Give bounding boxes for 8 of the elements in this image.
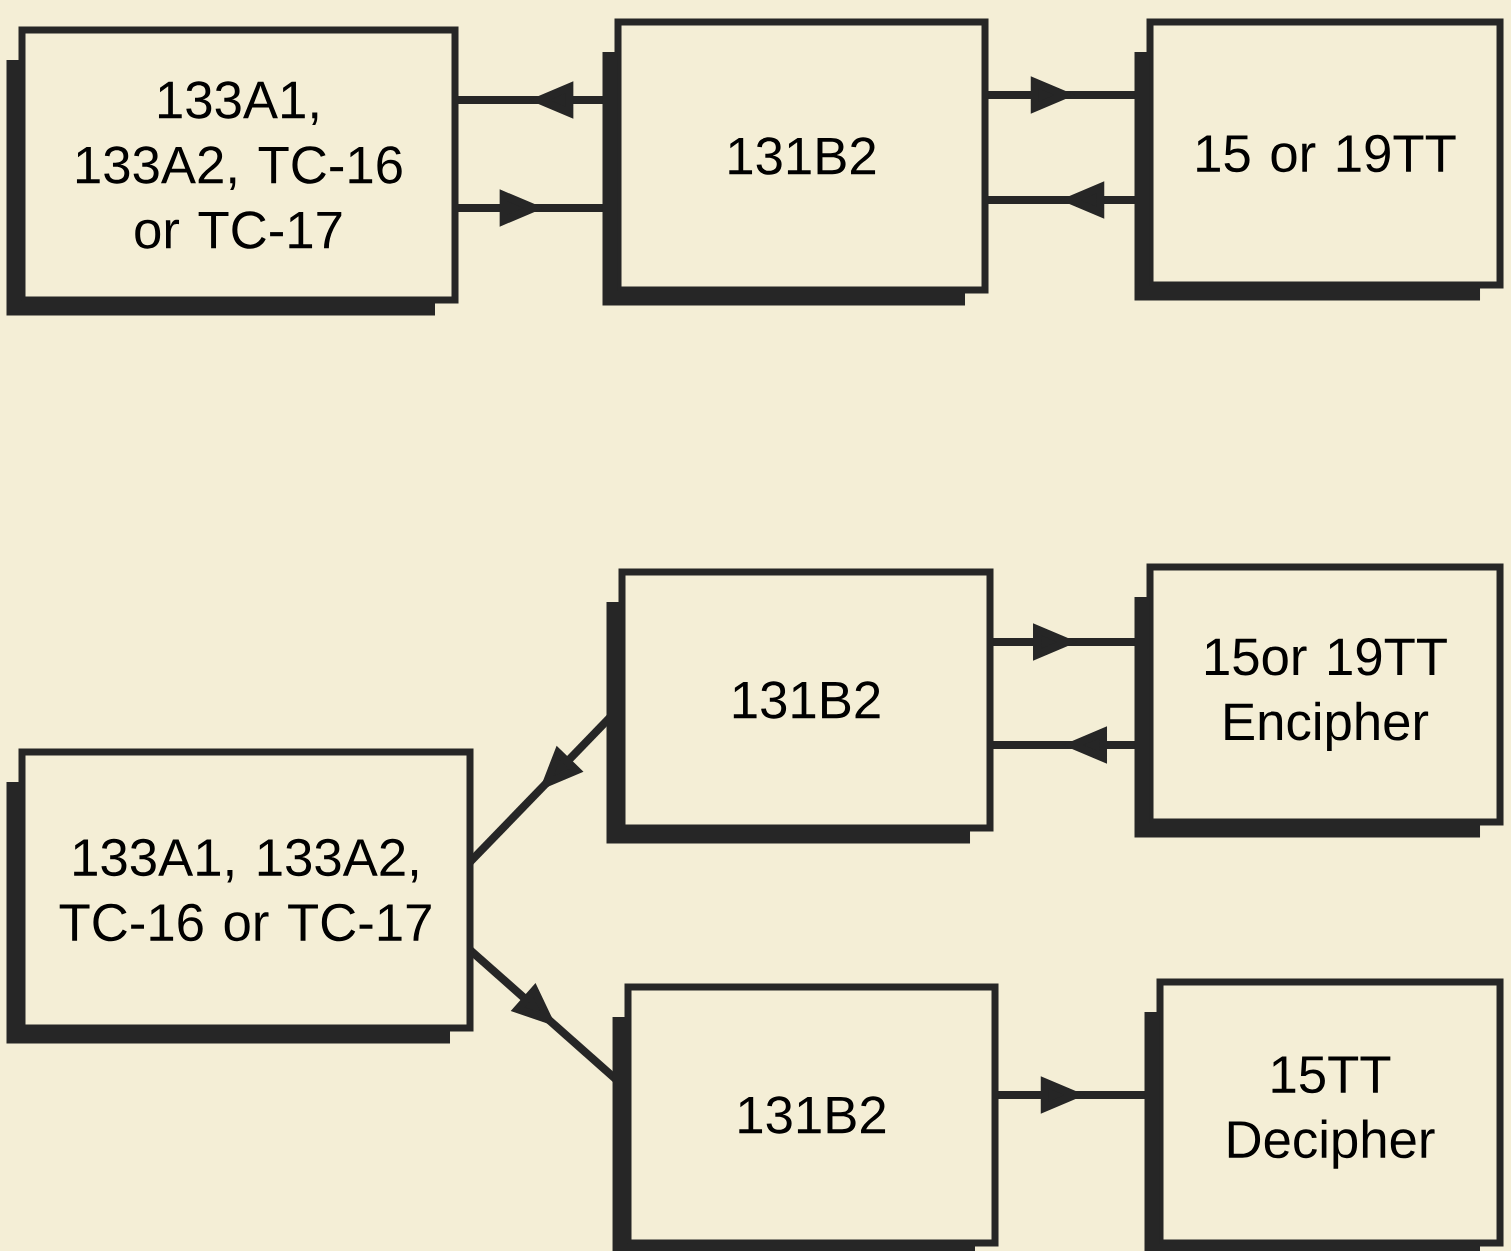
- block-box: 131B2: [602, 18, 989, 306]
- block-box: 15 or 19TT: [1134, 18, 1504, 301]
- block-box: 15or 19TT Encipher: [1134, 563, 1504, 838]
- block-box: 15TT Decipher: [1144, 978, 1504, 1251]
- block-box: 133A1, 133A2, TC-16 or TC-17: [6, 748, 474, 1044]
- block-box: 133A1, 133A2, TC-16 or TC-17: [6, 26, 459, 316]
- block-box: 131B2: [612, 983, 999, 1251]
- block-box: 131B2: [606, 568, 994, 844]
